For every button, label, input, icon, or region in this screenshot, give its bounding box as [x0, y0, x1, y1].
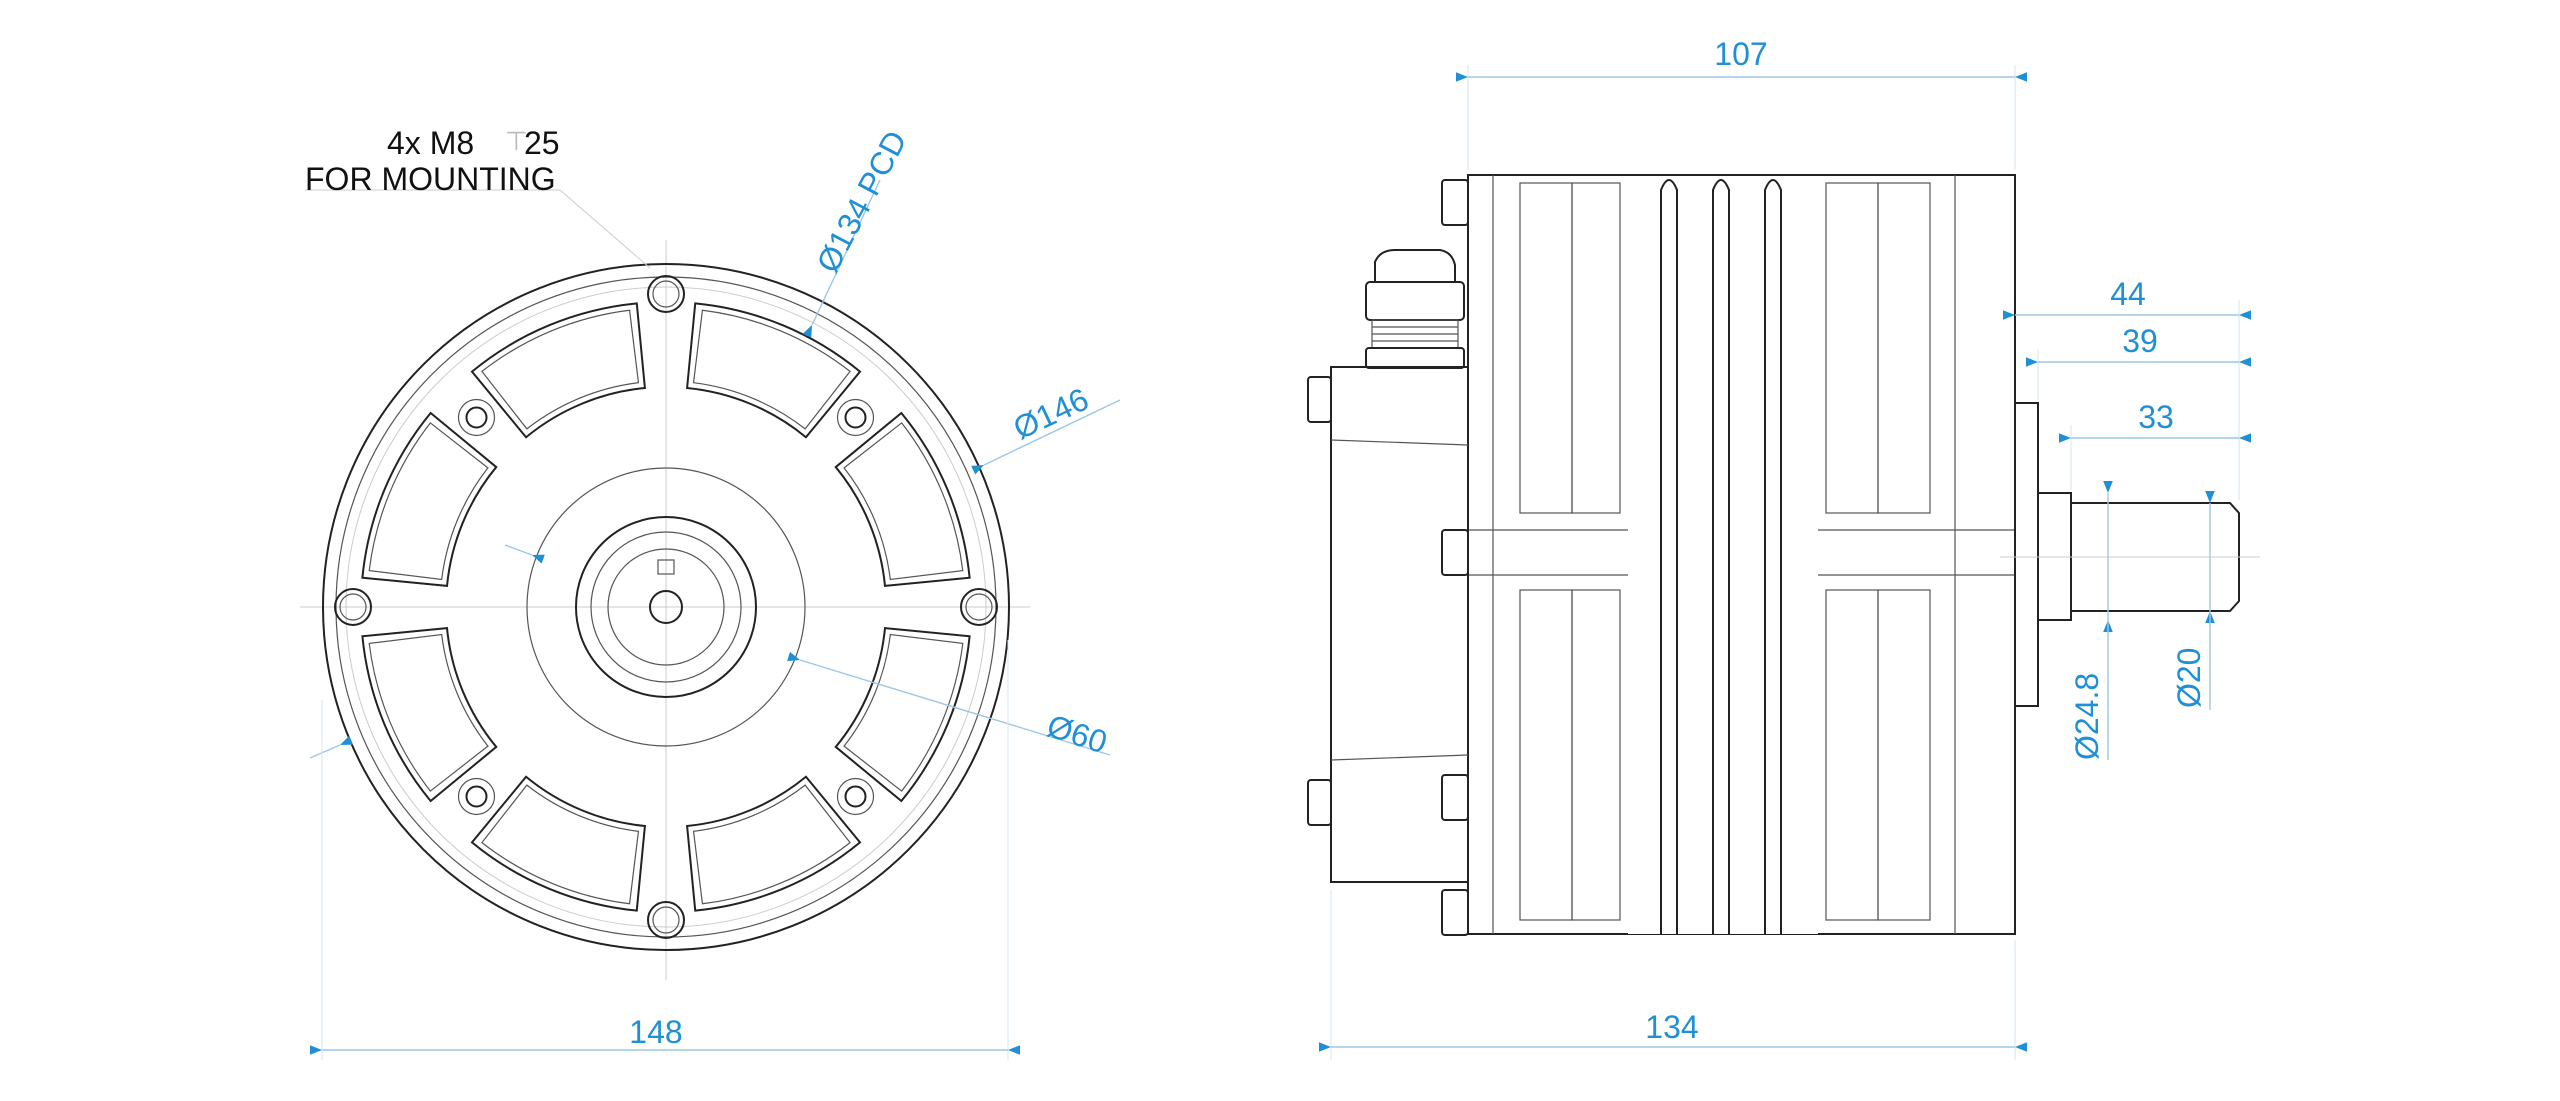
dia-20-dimension: Ø20: [2171, 648, 2207, 708]
mounting-hole: [647, 275, 685, 313]
cooling-groove: [1660, 179, 1678, 934]
dia-24-8-dimension: Ø24.8: [2069, 673, 2105, 760]
note-mounting: FOR MOUNTING: [305, 161, 556, 197]
cooling-groove: [1764, 179, 1782, 934]
depth-symbol-icon: ⊤: [505, 126, 528, 156]
hub-dia-dimension: Ø60: [1043, 707, 1112, 760]
vent-slot: [470, 302, 647, 439]
vent-slot: [843, 422, 964, 581]
vent-slot: [470, 775, 647, 912]
hub-circle: [526, 467, 806, 747]
front-view: [300, 240, 1030, 980]
heatsink-fin: [1519, 589, 1573, 921]
vent-slot: [834, 626, 971, 803]
note-thread: 4x M8: [387, 125, 474, 161]
shaft-33-dimension: 33: [2138, 399, 2174, 435]
vent-slot: [692, 309, 851, 430]
side-view: [1307, 174, 2260, 936]
heatsink-fin: [1825, 182, 1879, 514]
outer-dia-dimension: Ø146: [1008, 381, 1094, 447]
width-dimension: 148: [629, 1014, 682, 1050]
mounting-hole: [647, 901, 685, 939]
bolt-hole: [457, 398, 496, 437]
body-length-dimension: 107: [1714, 36, 1767, 72]
vents: [361, 302, 971, 912]
vent-slot: [843, 633, 964, 792]
heatsink-fin: [1571, 182, 1621, 514]
bolt-hole: [457, 777, 496, 816]
heatsink-fin: [1519, 182, 1573, 514]
vent-slot: [834, 411, 971, 588]
cooling-groove: [1712, 179, 1730, 934]
heatsink-fin: [1825, 589, 1879, 921]
housing-outline: [322, 263, 1010, 951]
cable-gland: [1365, 249, 1465, 369]
shaft-44-dimension: 44: [2110, 276, 2146, 312]
shaft: [2070, 502, 2240, 612]
heatsink-fin: [1877, 589, 1931, 921]
note-depth: 25: [524, 125, 560, 161]
mounting-holes: [334, 275, 998, 939]
pcd-dimension: Ø134 PCD: [809, 125, 913, 279]
bolt-hole: [836, 777, 875, 816]
heatsink-fin: [1571, 589, 1621, 921]
vent-slot: [368, 422, 489, 581]
vent-slot: [361, 411, 498, 588]
shaft-end: [649, 590, 683, 624]
vent-slot: [481, 784, 640, 905]
mounting-hole: [960, 588, 998, 626]
vent-slot: [685, 775, 862, 912]
front-flange: [2014, 402, 2039, 707]
bolt-hole: [836, 398, 875, 437]
mounting-hole: [334, 588, 372, 626]
vent-slot: [361, 626, 498, 803]
vent-slot: [481, 309, 640, 430]
total-length-dimension: 134: [1645, 1009, 1698, 1045]
shaft-39-dimension: 39: [2122, 323, 2158, 359]
vent-slot: [368, 633, 489, 792]
vent-slot: [692, 784, 851, 905]
vent-slot: [685, 302, 862, 439]
heatsink-fin: [1877, 182, 1931, 514]
